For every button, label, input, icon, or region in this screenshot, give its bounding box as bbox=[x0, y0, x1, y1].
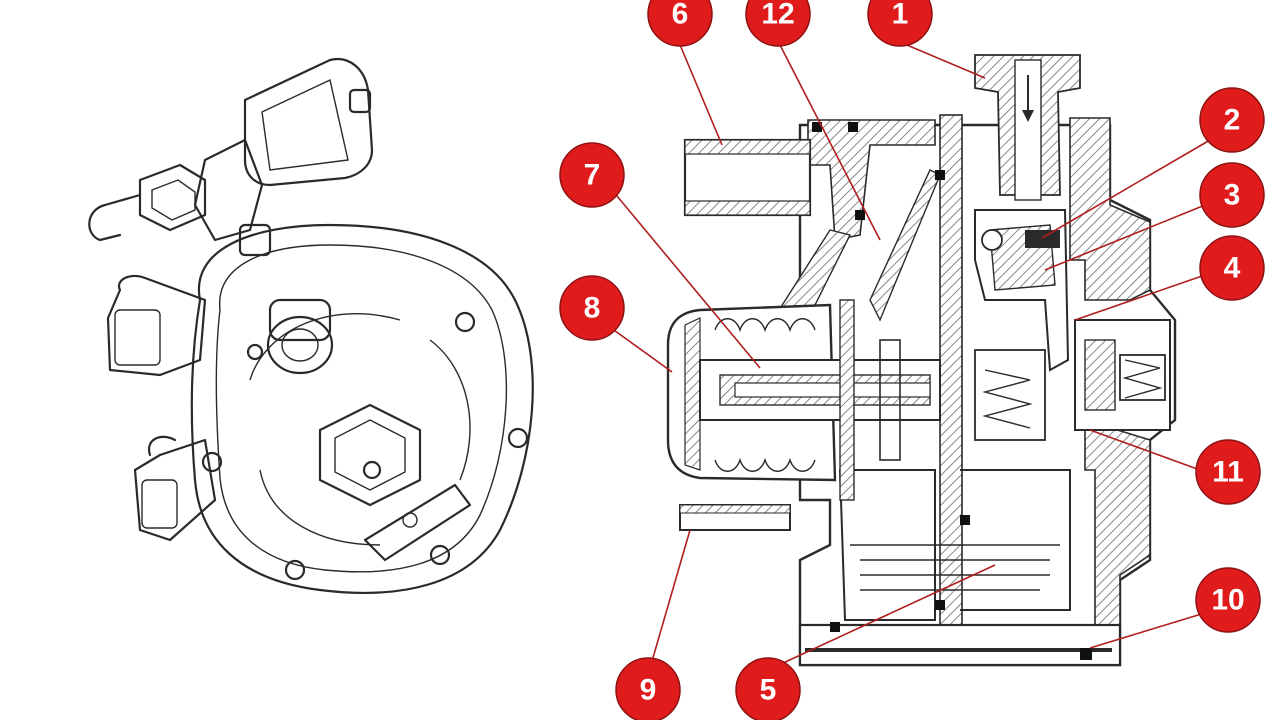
callout-label: 9 bbox=[640, 674, 657, 707]
callout-10: 10 bbox=[1195, 567, 1261, 633]
callout-12: 12 bbox=[745, 0, 811, 47]
callout-label: 12 bbox=[761, 0, 794, 31]
callout-6: 6 bbox=[647, 0, 713, 47]
callout-5: 5 bbox=[735, 657, 801, 720]
callout-badges: 1 2 3 4 5 6 7 8 bbox=[559, 0, 1265, 720]
callout-1: 1 bbox=[867, 0, 933, 47]
reducer-cross-section bbox=[666, 54, 1177, 667]
callout-label: 6 bbox=[672, 0, 689, 31]
callout-11: 11 bbox=[1195, 439, 1261, 505]
callout-label: 1 bbox=[892, 0, 909, 31]
callout-3: 3 bbox=[1199, 162, 1265, 228]
callout-label: 3 bbox=[1224, 179, 1241, 212]
callout-label: 8 bbox=[584, 292, 601, 325]
callout-label: 2 bbox=[1224, 104, 1241, 137]
callout-4: 4 bbox=[1199, 235, 1265, 301]
callout-label: 4 bbox=[1224, 252, 1241, 285]
callout-label: 11 bbox=[1212, 456, 1244, 489]
reducer-external-view bbox=[88, 57, 534, 594]
callout-2: 2 bbox=[1199, 87, 1265, 153]
callout-9: 9 bbox=[615, 657, 681, 720]
callout-label: 7 bbox=[584, 159, 601, 192]
callout-7: 7 bbox=[559, 142, 625, 208]
callout-label: 10 bbox=[1211, 584, 1244, 617]
callout-label: 5 bbox=[760, 674, 777, 707]
callout-8: 8 bbox=[559, 275, 625, 341]
